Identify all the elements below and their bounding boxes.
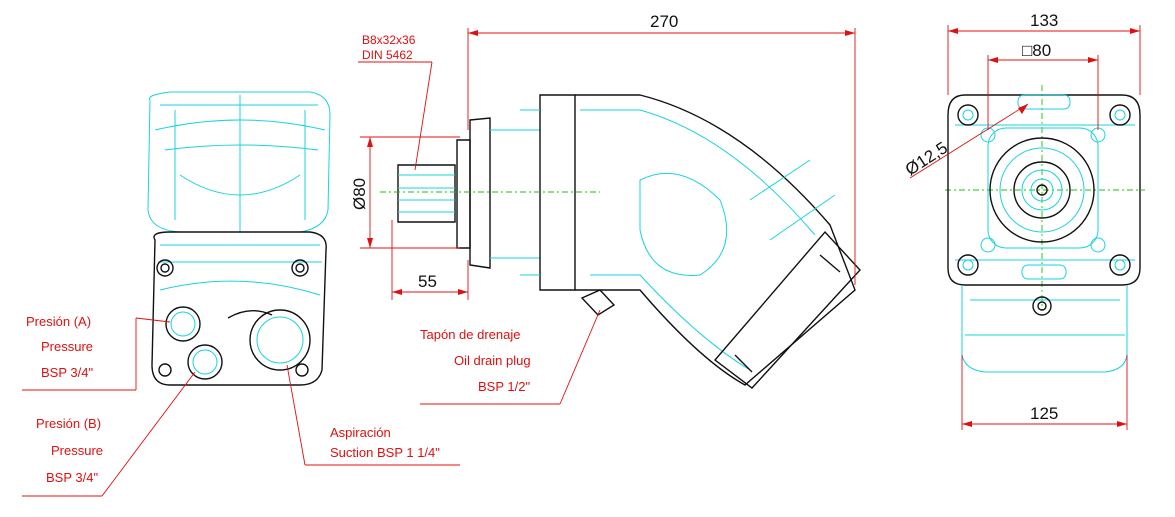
callout-pressure-a-1: Presión (A)	[26, 314, 91, 329]
dimension-55	[391, 220, 469, 300]
side-view	[397, 94, 861, 389]
dimension-square-80	[987, 55, 1099, 130]
dimension-133-label: 133	[1030, 11, 1058, 30]
dimension-55-label: 55	[418, 272, 437, 291]
dimension-270	[467, 28, 856, 285]
callout-suction-2: Suction BSP 1 1/4"	[330, 445, 440, 460]
flange-view	[947, 94, 1141, 373]
dimension-d80-label: Ø80	[350, 178, 369, 210]
callout-pressure-b-1: Presión (B)	[36, 416, 101, 431]
leader-line-drain	[420, 309, 601, 405]
shaft-spec-leader	[358, 61, 433, 171]
dimension-125	[961, 355, 1128, 430]
callout-pressure-a-2: Pressure	[41, 339, 93, 354]
dimension-hole-label: Ø12,5	[902, 138, 951, 179]
callout-pressure-b-2: Pressure	[51, 443, 103, 458]
front-view-ports	[147, 91, 331, 386]
callout-drain-3: BSP 1/2"	[478, 379, 530, 394]
callout-pressure-a-3: BSP 3/4"	[41, 365, 93, 380]
dimension-hole	[909, 103, 1029, 179]
callout-drain-2: Oil drain plug	[454, 353, 531, 368]
shaft-spec-line1: B8x32x36	[362, 33, 416, 47]
dimension-133	[947, 25, 1141, 95]
callout-drain-1: Tapón de drenaje	[420, 327, 520, 342]
dimension-270-label: 270	[650, 12, 678, 31]
dimension-d80	[360, 136, 460, 249]
shaft-spec-line2: DIN 5462	[362, 48, 413, 62]
dimension-125-label: 125	[1030, 404, 1058, 423]
dimension-square-80-label: □80	[1022, 41, 1051, 60]
callout-pressure-b-3: BSP 3/4"	[46, 470, 98, 485]
callout-suction-1: Aspiración	[330, 425, 391, 440]
leader-lines-left	[22, 317, 460, 497]
